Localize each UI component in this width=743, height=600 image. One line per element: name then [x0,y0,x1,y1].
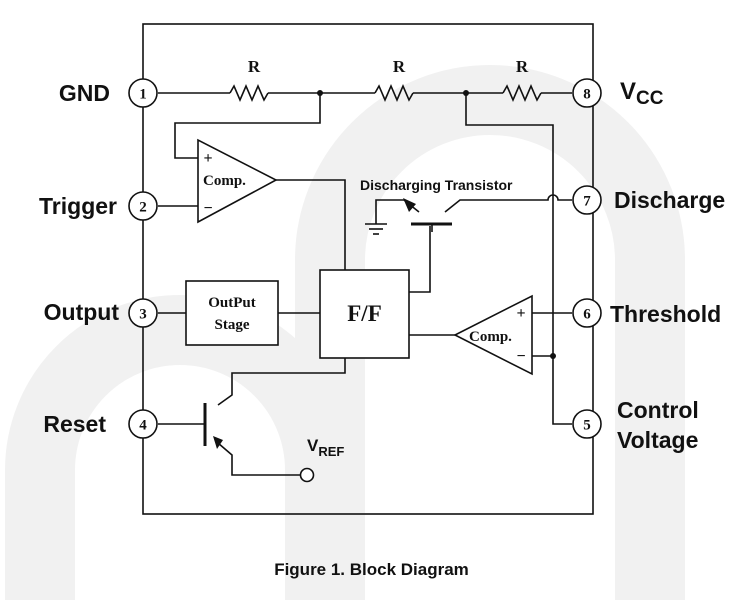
pin-2: 2 [128,191,158,221]
resistor-2-label: R [393,57,406,76]
resistor-3 [502,83,542,103]
circuit-wires [158,93,572,476]
reset-transistor-icon [203,403,223,449]
resistor-divider: R R R [158,57,572,103]
chip-outline [142,23,594,515]
lower-comparator-label: Comp. [469,329,512,345]
ground-icon [365,223,387,235]
pin-1: 1 [128,78,158,108]
upper-comparator: + − Comp. [197,138,278,224]
pin-7: 7 [572,185,602,215]
pin-3-label: Output [44,299,120,325]
pin-8: 8 [572,78,602,108]
lower-comparator-plus: + [516,305,525,322]
flip-flop-label: F/F [347,301,382,326]
pin-6-label: Threshold [610,301,721,327]
output-stage-block: OutPut Stage [185,280,279,346]
output-stage-line2: Stage [215,317,250,333]
pin-8-number: 8 [583,87,591,103]
vref-label: VREF [307,436,344,459]
pin-7-label: Discharge [614,187,725,213]
discharging-transistor-icon [403,198,452,232]
pin-4-label: Reset [43,411,106,437]
resistor-3-label: R [516,57,529,76]
lower-comparator: + − Comp. [453,294,533,376]
upper-comparator-plus: + [203,150,212,167]
resistor-1 [229,83,269,103]
pin-4: 4 [128,409,158,439]
upper-comparator-minus: − [203,200,212,217]
pin-5-label: Control [617,397,699,423]
pin-1-number: 1 [139,87,147,103]
pin-2-label: Trigger [39,193,117,219]
upper-comparator-label: Comp. [203,173,246,189]
pin-4-number: 4 [139,418,147,434]
output-stage-line1: OutPut [208,295,256,311]
pin-6: 6 [572,298,602,328]
pin-2-number: 2 [139,200,147,216]
pin-3: 3 [128,298,158,328]
pin-3-number: 3 [139,307,147,323]
resistor-2 [374,83,414,103]
pin-8-label: VCC [620,78,664,109]
figure-caption: Figure 1. Block Diagram [274,560,469,579]
pin-5-label-line2: Voltage [617,427,698,453]
pin-6-number: 6 [583,307,591,323]
vref-terminal [299,467,315,483]
pin-5: 5 [572,409,602,439]
pin-7-number: 7 [583,194,591,210]
pin-5-number: 5 [583,418,591,434]
pin-1-label: GND [59,80,110,106]
lower-comparator-minus: − [516,348,525,365]
resistor-1-label: R [248,57,261,76]
discharging-transistor-label: Discharging Transistor [360,177,513,193]
flip-flop-block: F/F [319,269,410,359]
